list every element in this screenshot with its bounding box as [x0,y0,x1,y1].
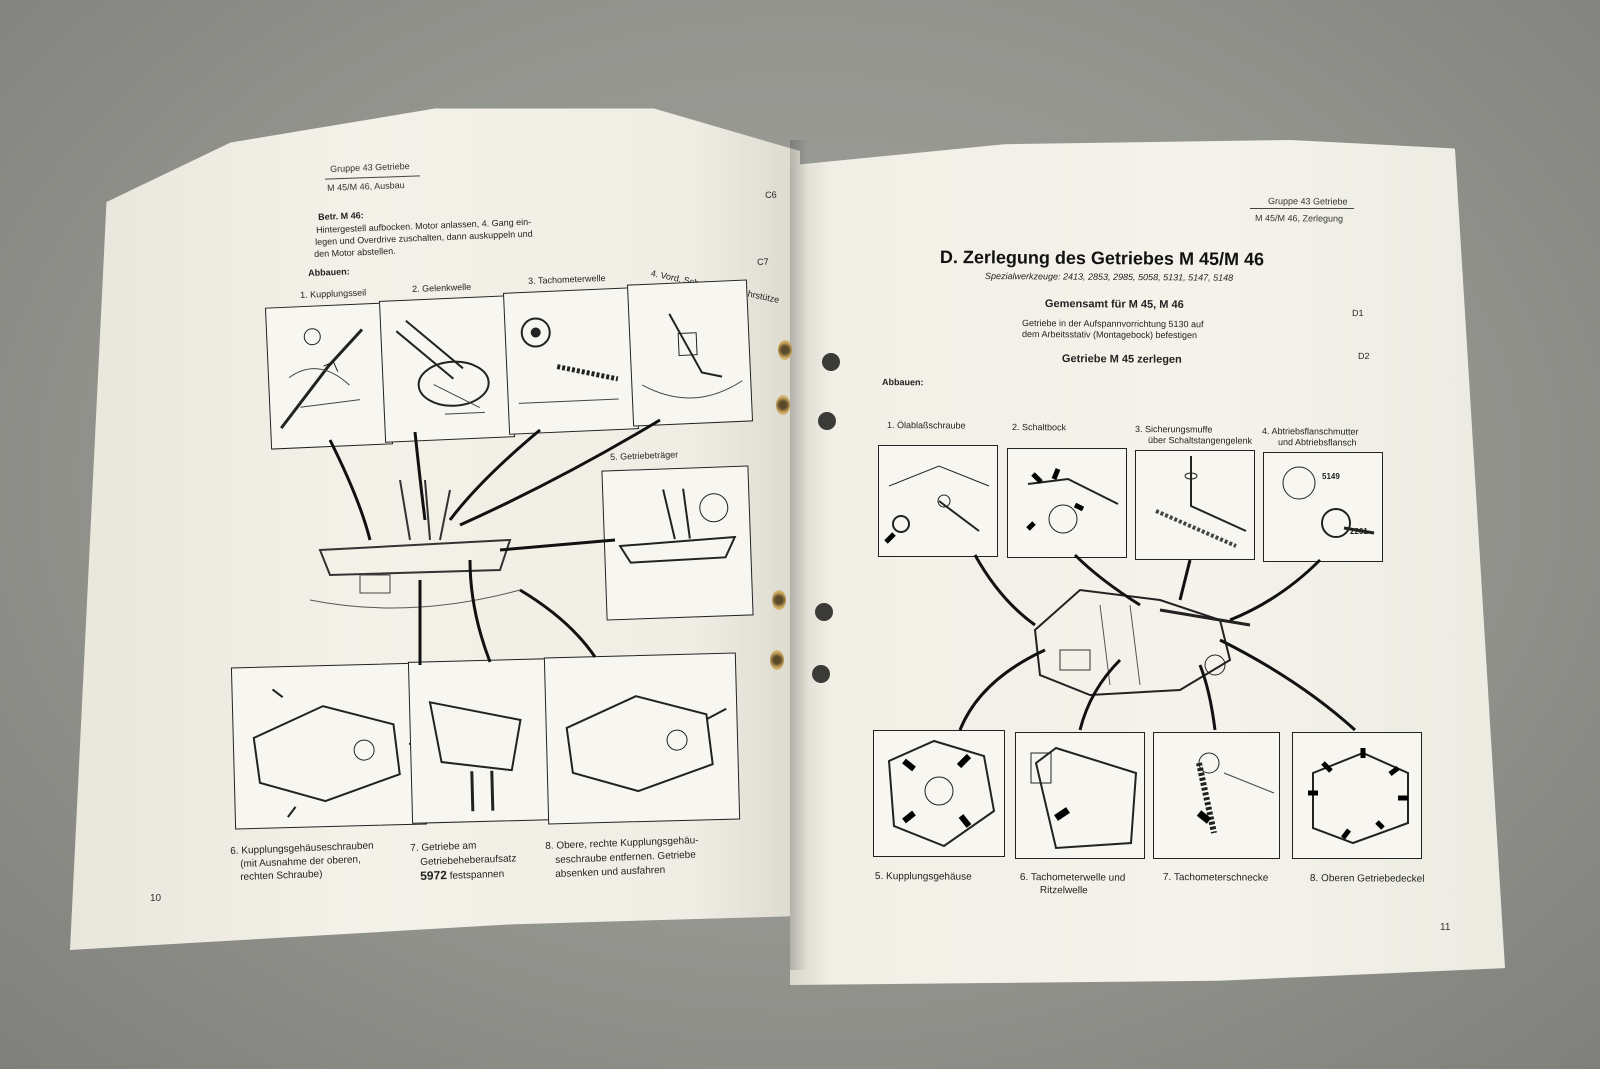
m45-zerlegen-heading: Getriebe M 45 zerlegen [1061,353,1182,366]
gemensamt-heading: Gemensamt für M 45, M 46 [1044,298,1184,311]
tool-number-5149: 5149 [1322,472,1340,481]
betr-title: Betr. M 46: [318,210,364,222]
right-caption-8: 8. Oberen Getriebedeckel [1309,873,1425,885]
right-label-2: 2. Schaltbock [1011,422,1067,433]
punch-hole [770,650,784,670]
illustration-schaltbock [1007,448,1127,558]
right-header-sub: M 45/M 46, Zerlegung [1254,213,1344,224]
punch-hole [815,603,833,621]
illustration-kupplungsseil [264,302,394,450]
right-header-group: Gruppe 43 Getriebe [1267,196,1348,207]
tool-number-5972: 5972 [419,867,448,883]
illustration-oberen-getriebedeckel [1292,732,1422,859]
tool-number-2261: 2261 [1350,527,1368,536]
aufspann-line1: Getriebe in der Aufspannvorrichtung 5130… [1021,318,1204,330]
section-title: D. Zerlegung des Getriebes M 45/M 46 [939,247,1265,270]
abbauen-heading: Abbauen: [308,266,350,278]
punch-hole [822,353,840,371]
right-label-3-line2: über Schaltstangengelenk [1147,435,1253,446]
left-caption-7-tail: festspannen [449,868,505,882]
punch-hole [778,340,792,360]
right-caption-6-line1: 6. Tachometerwelle und [1019,872,1126,884]
illustration-oelablassschraube [878,445,998,557]
illustration-getriebeheber [407,658,555,824]
punch-hole [818,412,836,430]
right-caption-6-line2: Ritzelwelle [1039,885,1088,897]
illustration-tachometerwelle [502,287,640,435]
right-header-rule [1250,208,1354,209]
illustration-transmission-mount [300,470,530,630]
illustration-kupplungsgehaeuseschrauben [230,662,428,830]
punch-hole [772,590,786,610]
right-page-number: 11 [1440,922,1451,933]
punch-hole [812,665,830,683]
right-caption-7: 7. Tachometerschnecke [1162,872,1269,884]
illustration-gearbox-m45 [1020,580,1260,710]
code-d2: D2 [1357,351,1370,362]
illustration-kupplungsgehaeuse [873,730,1005,857]
illustration-gelenkwelle [378,295,516,443]
illustration-schalldaempferrohrstuetze [626,279,754,427]
illustration-abtriebsflansch [1263,452,1383,562]
illustration-getriebetraeger [601,465,754,621]
left-page-number: 10 [150,893,162,904]
illustration-getriebe-absenken [543,652,741,825]
special-tools: Spezialwerkzeuge: 2413, 2853, 2985, 5058… [984,271,1234,283]
right-label-4-line1: 4. Abtriebsflanschmutter [1261,426,1359,437]
code-c6: C6 [765,189,777,200]
right-label-1: 1. Ölablaßschraube [886,420,966,431]
aufspann-line2: dem Arbeitsstativ (Montagebock) befestig… [1021,329,1198,341]
code-c7: C7 [757,256,769,267]
left-caption-7-line1: 7. Getriebe am [410,840,477,854]
punch-hole [776,395,790,415]
abbauen-heading-right: Abbauen: [881,377,924,388]
code-d1: D1 [1351,308,1364,319]
right-caption-5: 5. Kupplungsgehäuse [874,871,972,883]
book-spine-shadow [790,140,808,970]
illustration-tachometerwelle-ritzelwelle [1015,732,1145,859]
right-label-3-line1: 3. Sicherungsmuffe [1134,424,1213,435]
illustration-tachometerschnecke [1153,732,1280,859]
right-label-4-line2: und Abtriebsflansch [1277,437,1357,448]
illustration-sicherungsmuffe [1135,450,1255,560]
